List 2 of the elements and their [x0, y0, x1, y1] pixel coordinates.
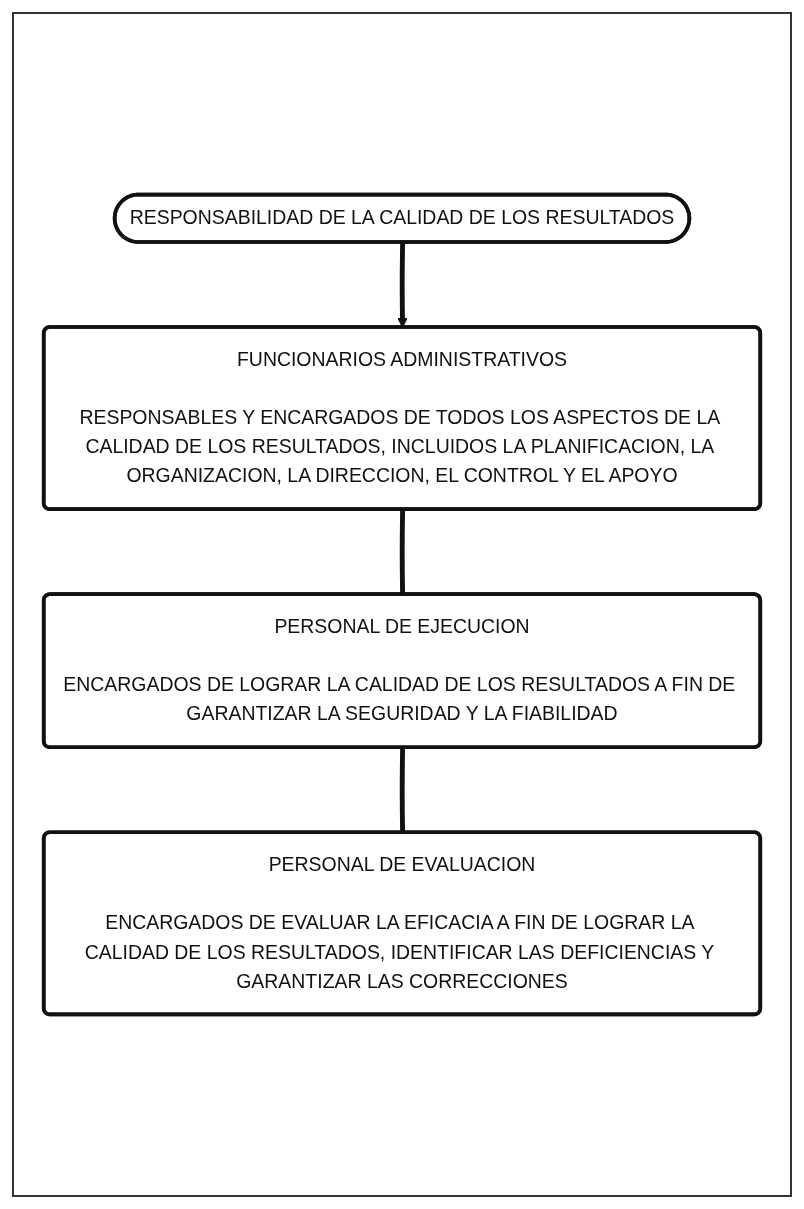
connector — [399, 747, 406, 833]
connector — [399, 509, 406, 595]
